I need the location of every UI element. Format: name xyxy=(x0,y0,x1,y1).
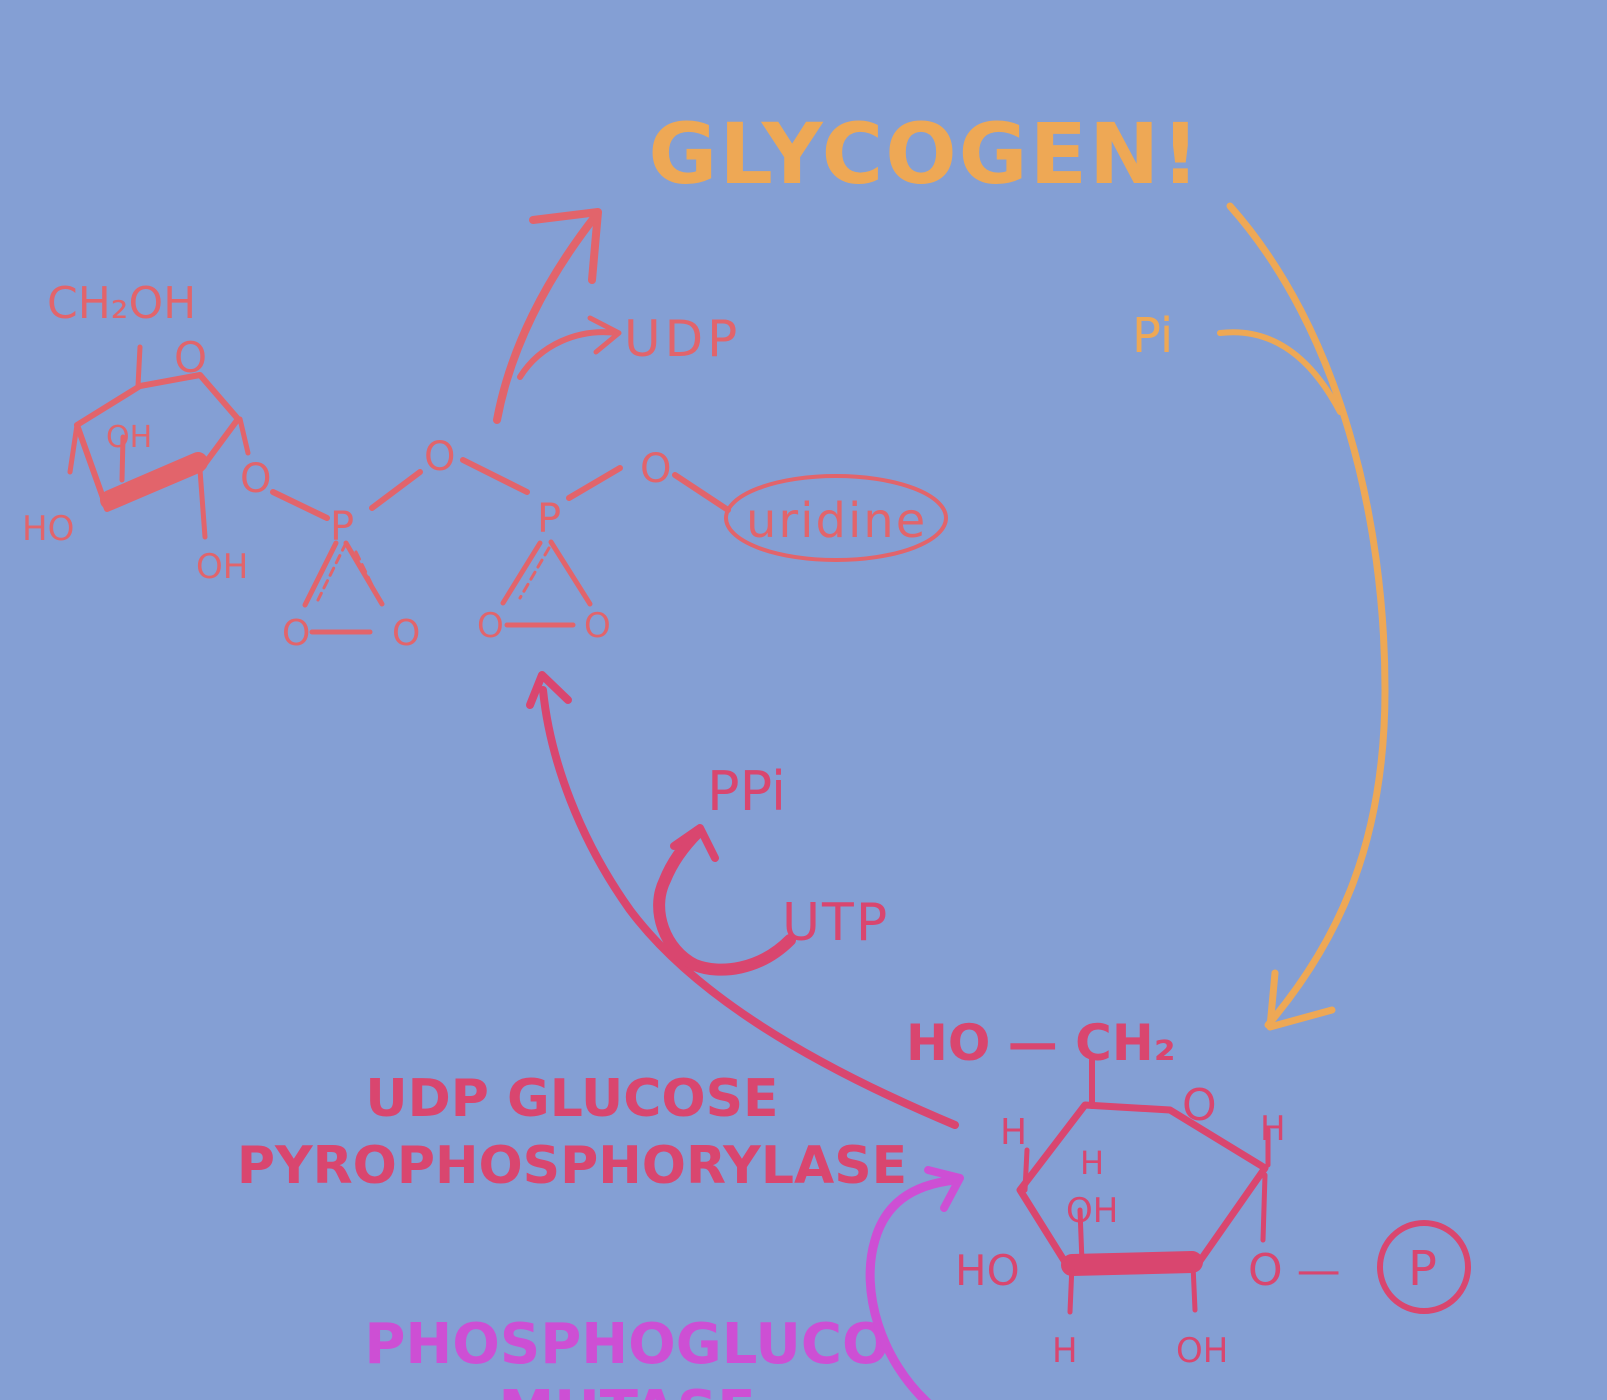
p1-oa-dashed xyxy=(316,541,348,602)
g1p-h-bottom-bond xyxy=(1067,1262,1075,1315)
p1-oa-label: O xyxy=(282,613,310,654)
pi-label: Pi xyxy=(1132,308,1173,364)
g1p-to-udp-glucose-arrowhead xyxy=(526,671,572,709)
g1p-h-inner-label: H xyxy=(1080,1144,1104,1182)
phosphate-circle xyxy=(1377,1220,1471,1314)
p2-oa-dashed xyxy=(518,546,551,600)
o-link2-label: O xyxy=(640,446,671,492)
glycogen-to-g1p-arrow xyxy=(1226,202,1389,1029)
g1p-to-udp-glucose-arrow xyxy=(539,686,959,1129)
phosphoglucomutase-line1: PHOSPHOGLUCO xyxy=(364,1312,889,1377)
g1p-h-bottom-label: H xyxy=(1052,1331,1078,1371)
uridine-label: uridine xyxy=(746,493,927,549)
ch2oh-label: CH₂OH xyxy=(47,278,196,329)
p1-ob-label: O xyxy=(392,613,420,654)
p1-bridge-bond xyxy=(369,469,423,511)
p2-ob-bond xyxy=(548,539,593,607)
udp-glucose-labels: CH₂OH O OH HO OH O P O P O O O O O uridi… xyxy=(22,278,927,654)
o-uridine-bond xyxy=(672,472,731,513)
p2-o-bond xyxy=(566,465,623,501)
g1p-ring-o-label: O xyxy=(1182,1080,1217,1131)
utp-ppi-curl xyxy=(653,826,796,976)
phosphate-label: P xyxy=(1408,1241,1437,1297)
phosphoglucomutase-line2: MUTASE xyxy=(499,1379,756,1400)
c6-bond xyxy=(135,344,143,389)
g1p-oh-bottom-label: OH xyxy=(1176,1331,1228,1371)
p2-oa-bond xyxy=(500,540,543,606)
diagram-title: GLYCOGEN! xyxy=(648,105,1201,203)
o-p1-bond xyxy=(270,489,330,521)
udp-up-arrow xyxy=(493,210,601,424)
udp-glucose-pyrophosphorylase-line2: PYROPHOSPHORYLASE xyxy=(237,1136,907,1196)
g1p-ring xyxy=(1016,1101,1269,1274)
ring-o-label: O xyxy=(174,333,207,382)
udp-release-arrow xyxy=(517,329,620,380)
udp-release-arrowhead xyxy=(587,315,622,355)
g1p-h-left-bond xyxy=(1022,1147,1030,1193)
g1p-h-right-label: H xyxy=(1260,1109,1286,1149)
g1p-o-phos-label: O — xyxy=(1248,1245,1341,1296)
c4-bond xyxy=(67,422,80,475)
g1p-oh-inner-bond xyxy=(1077,1207,1085,1265)
uridine-outline xyxy=(724,474,948,562)
p2-label: P xyxy=(537,496,561,542)
oh-bottom-label: OH xyxy=(196,547,248,587)
g1p-oh-bottom-bond xyxy=(1190,1262,1198,1313)
c1-bond xyxy=(237,416,251,456)
p1-oa-bond xyxy=(302,540,339,608)
p1-ob-dashed xyxy=(354,550,374,587)
ho-left-label: HO xyxy=(22,509,74,549)
udp-up-arrowhead xyxy=(529,208,602,284)
g1p-ring-front-edge xyxy=(1061,1251,1203,1276)
udp-glucose-ring-front-edge xyxy=(100,452,208,510)
glucose-1-phosphate-molecule xyxy=(1016,1057,1471,1315)
p2-oa-label: O xyxy=(477,606,504,646)
pi-joining-arrow xyxy=(1217,329,1343,415)
p1-label: P xyxy=(330,504,354,550)
utp-label: UTP xyxy=(782,893,889,953)
c2-bond xyxy=(197,467,208,540)
o-link1-label: O xyxy=(240,456,271,502)
g1p-oh-inner-label: OH xyxy=(1066,1191,1118,1231)
g1p-o-bond xyxy=(1260,1172,1268,1243)
p2-ob-label: O xyxy=(584,606,611,646)
glycogen-to-g1p-arrowhead xyxy=(1266,969,1336,1031)
oh-top-label: OH xyxy=(106,420,152,455)
phosphoglucomutase-arrowhead xyxy=(924,1166,964,1212)
p1-ob-bond xyxy=(343,540,385,607)
hoch2-label: HO — CH₂ xyxy=(906,1014,1176,1072)
g1p-h-left-label: H xyxy=(1000,1112,1027,1153)
o-bridge-label: O xyxy=(424,434,455,480)
udp-label: UDP xyxy=(624,310,741,368)
g1p-labels: HO — CH₂ O H H H OH HO O — P H OH xyxy=(906,1014,1437,1371)
ppi-arrowhead xyxy=(670,824,719,862)
udp-glucose-molecule xyxy=(67,344,948,635)
udp-glucose-pyrophosphorylase-line1: UDP GLUCOSE xyxy=(365,1069,778,1129)
ppi-label: PPi xyxy=(707,760,786,823)
bridge-p2-bond xyxy=(460,457,530,495)
c3-bond xyxy=(119,434,126,483)
g1p-ho-left-label: HO xyxy=(955,1246,1020,1295)
phosphoglucomutase-arrow xyxy=(865,1175,960,1400)
